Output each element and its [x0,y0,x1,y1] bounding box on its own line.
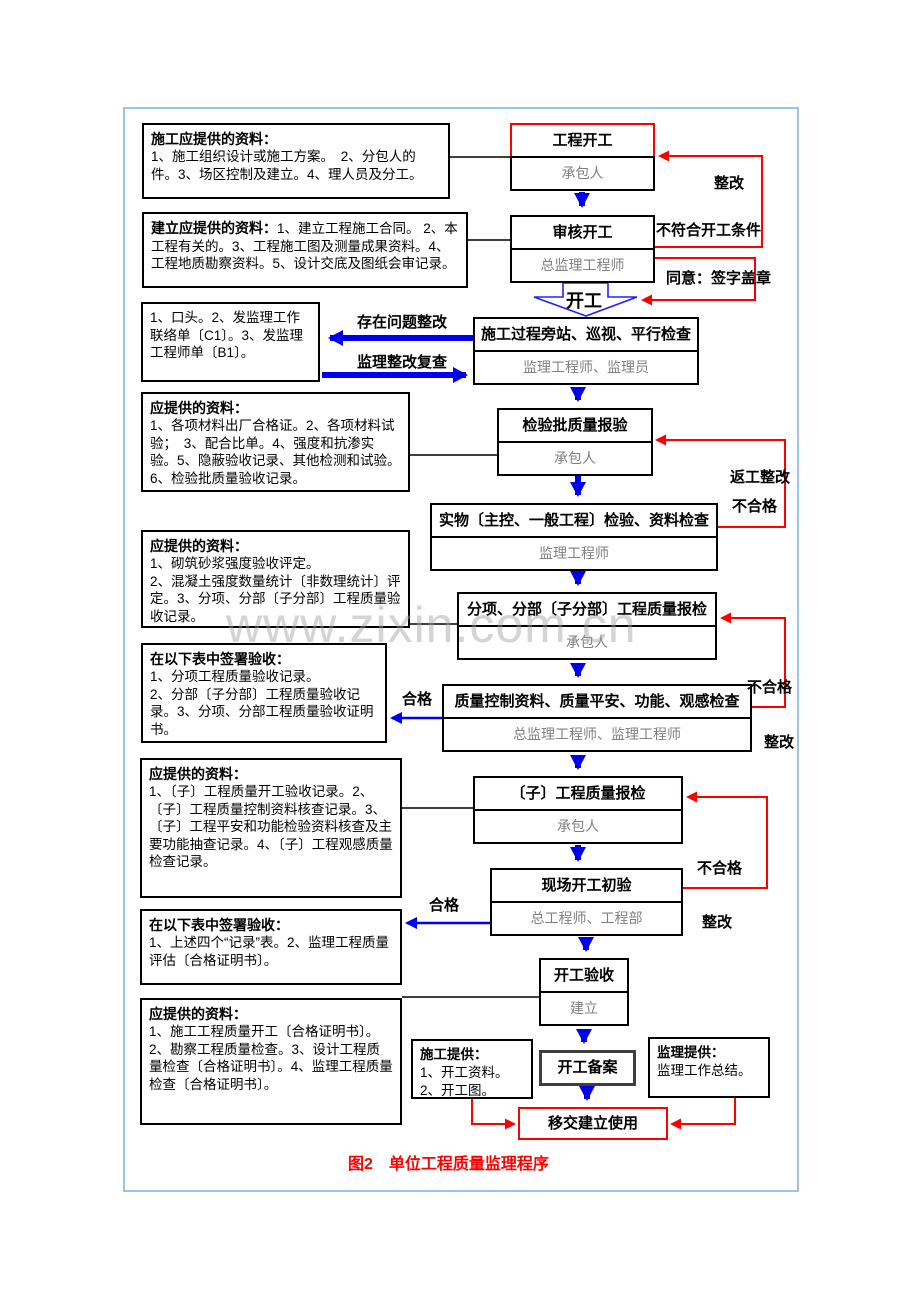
flow-acceptance: 开工验收 建立 [539,958,629,1026]
flow-step-label: 审核开工 [512,217,653,250]
flow-step-actor: 监理工程师、监理员 [523,359,649,375]
label-fail-a: 不合格 [732,498,778,515]
note-notice-forms: 1、口头。2、发监理工作联络单〔C1〕。3、发监理工程师单〔B1〕。 [141,302,320,382]
flow-step-actor: 承包人 [557,818,599,834]
flow-step-label: 工程开工 [510,123,655,158]
note-sign-tables-2: 在以下表中签署验收： 1、上述四个“记录”表。2、监理工程质量评估〔合格证明书〕。 [140,909,402,985]
pass-arrows [390,712,490,929]
note-body: 1、施工工程质量开工〔合格证明书〕。2、勘察工程质量检查。3、设计工程质量检查〔… [149,1024,393,1092]
note-body: 1、建立工程施工合同。 2、本工程有关的。3、工程施工图及测量成果资料。4、工程… [151,221,458,272]
flow-step-label: 分项、分部〔子分部〕工程质量报检 [459,594,715,627]
note-title: 建立应提供的资料： [151,220,277,236]
flow-site-preliminary: 现场开工初验 总工程师、工程部 [490,868,683,936]
flow-step-label: 实物〔主控、一般工程〕检验、资料检查 [432,505,716,538]
constructor-provides-box: 施工提供： 1、开工资料。 2、开工图。 [411,1039,533,1099]
note-owner-docs: 建立应提供的资料：1、建立工程施工合同。 2、本工程有关的。3、工程施工图及测量… [142,212,468,288]
loop-rectify-top [655,150,763,248]
note-body: 1、分项工程质量验收记录。 2、分部〔子分部〕工程质量验收记录。3、分项、分部工… [150,669,374,737]
flow-division-report: 分项、分部〔子分部〕工程质量报检 承包人 [457,592,717,660]
provider-title: 监理提供： [657,1045,725,1060]
note-material-docs: 应提供的资料： 1、各项材料出厂合格证。2、各项材料试验； 3、配合比单。4、强度… [141,392,410,492]
provider-body: 1、开工资料。 2、开工图。 [420,1065,509,1099]
loop-agree-sign [641,257,756,306]
flow-sub-report: 〔子〕工程质量报检 承包人 [473,776,683,844]
note-construction-docs: 施工应提供的资料： 1、施工组织设计或施工方案。 2、分包人的件。3、场区控制及建… [142,123,450,199]
provider-title: 施工提供： [420,1047,488,1062]
note-body: 1、〔子〕工程质量开工验收记录。2、〔子〕工程质量控制资料核查记录。3、〔子〕工… [149,784,393,870]
note-strength-docs: 应提供的资料： 1、砌筑砂浆强度验收评定。 2、混凝土强度数量统计〔非数理统计〕评… [141,530,410,628]
loop-rework [655,434,786,528]
flow-step-label: 〔子〕工程质量报检 [475,778,681,811]
flow-step-label: 施工过程旁站、巡视、平行检查 [475,319,697,352]
flow-handover: 移交建立使用 [518,1107,668,1140]
flow-review-start: 审核开工 总监理工程师 [510,215,655,283]
flow-quality-check: 质量控制资料、质量平安、功能、观感检查 总监理工程师、监理工程师 [442,684,752,752]
flow-step-actor: 建立 [570,1000,598,1016]
flow-step-actor: 承包人 [566,634,608,650]
note-body: 1、施工组织设计或施工方案。 2、分包人的件。3、场区控制及建立。4、理人员及分… [151,149,423,182]
note-body: 1、砌筑砂浆强度验收评定。 2、混凝土强度数量统计〔非数理统计〕评定。3、分项、… [150,556,401,624]
flow-step-actor: 总工程师、工程部 [530,910,643,926]
note-body: 1、口头。2、发监理工作联络单〔C1〕。3、发监理工程师单〔B1〕。 [150,310,304,361]
start-work-block-arrow [533,282,638,317]
loop-fail-sub [683,791,768,889]
flow-physical-check: 实物〔主控、一般工程〕检验、资料检查 监理工程师 [430,503,718,571]
label-pass-a: 合格 [402,691,433,708]
flow-step-label: 现场开工初验 [492,870,681,903]
flow-patrol-inspection: 施工过程旁站、巡视、平行检查 监理工程师、监理员 [473,317,699,385]
label-fail-b: 不合格 [747,679,793,696]
note-title: 应提供的资料： [149,1006,247,1022]
flow-project-start: 工程开工 承包人 [510,123,655,191]
loop-supervisor-handover [670,1098,736,1130]
label-rework-rectify: 返工整改 [730,469,791,486]
label-supervisor-recheck: 监理整改复查 [357,354,448,371]
flow-filing: 开工备案 [539,1050,636,1086]
note-title: 应提供的资料： [150,400,248,416]
label-start-work: 开工 [566,291,602,311]
label-rectify-mid: 整改 [764,734,795,751]
label-fail-c: 不合格 [697,860,743,877]
label-problem-rectify: 存在问题整改 [357,314,448,331]
note-body: 1、各项材料出厂合格证。2、各项材料试验； 3、配合比单。4、强度和抗渗实验。5… [150,418,401,486]
note-sub-docs: 应提供的资料： 1、〔子〕工程质量开工验收记录。2、〔子〕工程质量控制资料核查记录… [140,758,402,898]
loop-constructor-handover [471,1099,516,1130]
note-sign-tables-1: 在以下表中签署验收： 1、分项工程质量验收记录。 2、分部〔子分部〕工程质量验收记… [141,643,387,743]
flow-step-actor: 总监理工程师、监理工程师 [513,726,681,742]
doc-links [402,156,539,998]
supervisor-provides-box: 监理提供： 监理工作总结。 [648,1037,770,1098]
note-title: 施工应提供的资料： [151,131,277,147]
label-agree-sign: 同意：签字盖章 [666,270,772,287]
flow-step-actor: 承包人 [510,156,655,191]
flow-step-actor: 承包人 [554,450,596,466]
note-title: 应提供的资料： [150,538,248,554]
flow-step-label: 开工验收 [541,960,627,993]
provider-body: 监理工作总结。 [657,1063,752,1079]
note-title: 应提供的资料： [149,766,247,782]
note-title: 在以下表中签署验收： [150,651,290,667]
note-final-docs: 应提供的资料： 1、施工工程质量开工〔合格证明书〕。2、勘察工程质量检查。3、设计… [140,998,402,1125]
flow-step-actor: 监理工程师 [539,545,609,561]
flow-step-actor: 总监理工程师 [540,257,625,273]
note-body: 1、上述四个“记录”表。2、监理工程质量评估〔合格证明书〕。 [149,935,390,968]
label-rectify-top: 整改 [714,175,745,192]
flow-batch-report: 检验批质量报验 承包人 [497,408,653,476]
flow-step-label: 质量控制资料、质量平安、功能、观感检查 [444,686,750,719]
label-not-qualified-start: 不符合开工条件 [656,222,762,239]
loop-fail-division [720,612,786,708]
feedback-loops [471,150,786,1130]
label-rectify-low: 整改 [702,914,733,931]
flow-step-label: 检验批质量报验 [499,410,651,443]
note-title: 在以下表中签署验收： [149,917,289,933]
label-pass-b: 合格 [429,897,460,914]
figure-caption: 图2 单位工程质量监理程序 [348,1156,549,1173]
